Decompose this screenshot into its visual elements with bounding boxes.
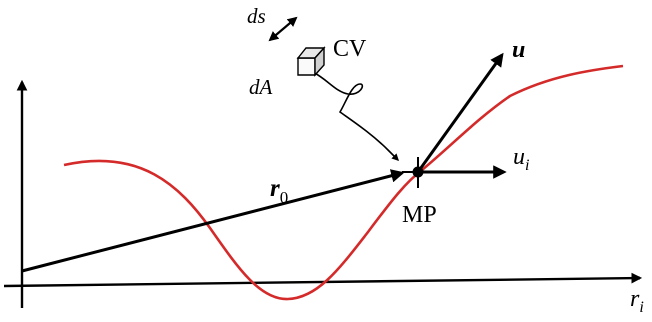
r0-vector xyxy=(21,169,405,273)
r-i-axis-label: ri xyxy=(630,286,644,316)
cube-icon xyxy=(296,46,326,77)
u-i-subscript: i xyxy=(525,157,529,174)
r0-subscript: 0 xyxy=(280,188,289,207)
u-i-label: ui xyxy=(513,144,529,174)
cv-to-mp-arrow xyxy=(312,71,400,162)
ds-double-arrow xyxy=(268,16,298,42)
horizontal-axis xyxy=(3,272,643,288)
cv-label: CV xyxy=(333,36,367,62)
ds-label: ds xyxy=(247,4,266,28)
u-vector xyxy=(416,52,504,173)
mp-label: MP xyxy=(402,202,437,228)
da-label: dA xyxy=(249,75,273,99)
r0-label: r0 xyxy=(270,175,288,207)
u-vector-label: u xyxy=(512,37,525,63)
material-point xyxy=(412,166,424,178)
trajectory-curve xyxy=(63,64,624,301)
r-i-subscript: i xyxy=(639,299,643,316)
